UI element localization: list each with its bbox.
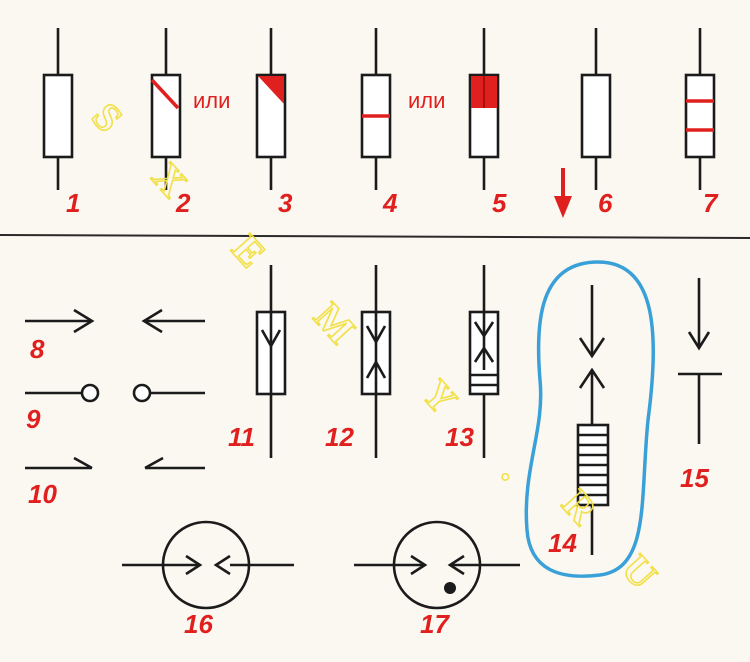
label-3: 3 [278, 188, 293, 218]
label-16: 16 [184, 609, 213, 639]
or-text-2: или [408, 88, 445, 113]
label-15: 15 [680, 463, 709, 493]
label-5: 5 [492, 188, 507, 218]
label-10: 10 [28, 479, 57, 509]
symbol-10-half-arrows [25, 456, 205, 470]
watermark-char-3: E [223, 226, 274, 276]
symbol-8-arrows [25, 308, 205, 334]
label-4: 4 [382, 188, 398, 218]
red-down-arrow [554, 168, 572, 218]
symbol-17-circle-arrows-dot [354, 520, 520, 610]
or-text-1: или [193, 88, 230, 113]
blue-highlight-outline [524, 260, 656, 578]
symbol-6-plain [580, 28, 612, 190]
symbol-15-arrow-to-plate [678, 278, 722, 444]
symbol-12-opposing-arrows-in-box [360, 265, 392, 458]
symbol-7-double-band [684, 28, 716, 190]
watermark-char-4: M [305, 294, 364, 352]
symbol-2-diagonal-mark [150, 28, 182, 190]
watermark-char-8: U [613, 546, 666, 598]
symbol-1-plain [42, 28, 74, 190]
symbol-16-circle-arrows [122, 520, 294, 610]
symbol-14-highlighted [524, 260, 656, 578]
symbol-9-circle-terminals [25, 383, 205, 403]
label-6: 6 [598, 188, 613, 218]
label-8: 8 [30, 334, 45, 364]
divider-line [0, 234, 750, 239]
watermark-char-1: S [83, 94, 131, 141]
label-14: 14 [548, 528, 577, 558]
label-12: 12 [325, 422, 354, 452]
label-7: 7 [703, 188, 719, 218]
label-2: 2 [175, 188, 191, 218]
label-1: 1 [66, 188, 80, 218]
symbol-4-center-band [360, 28, 392, 190]
label-11: 11 [228, 422, 255, 452]
label-9: 9 [26, 404, 41, 434]
watermark-char-5: Y [413, 371, 466, 423]
symbol-5-top-fill [468, 28, 500, 190]
label-17: 17 [420, 609, 450, 639]
symbol-13-arrows-with-stack [468, 265, 500, 458]
label-13: 13 [445, 422, 474, 452]
symbol-3-corner-mark [255, 28, 287, 190]
symbol-11-arrow-in-box [255, 265, 287, 458]
